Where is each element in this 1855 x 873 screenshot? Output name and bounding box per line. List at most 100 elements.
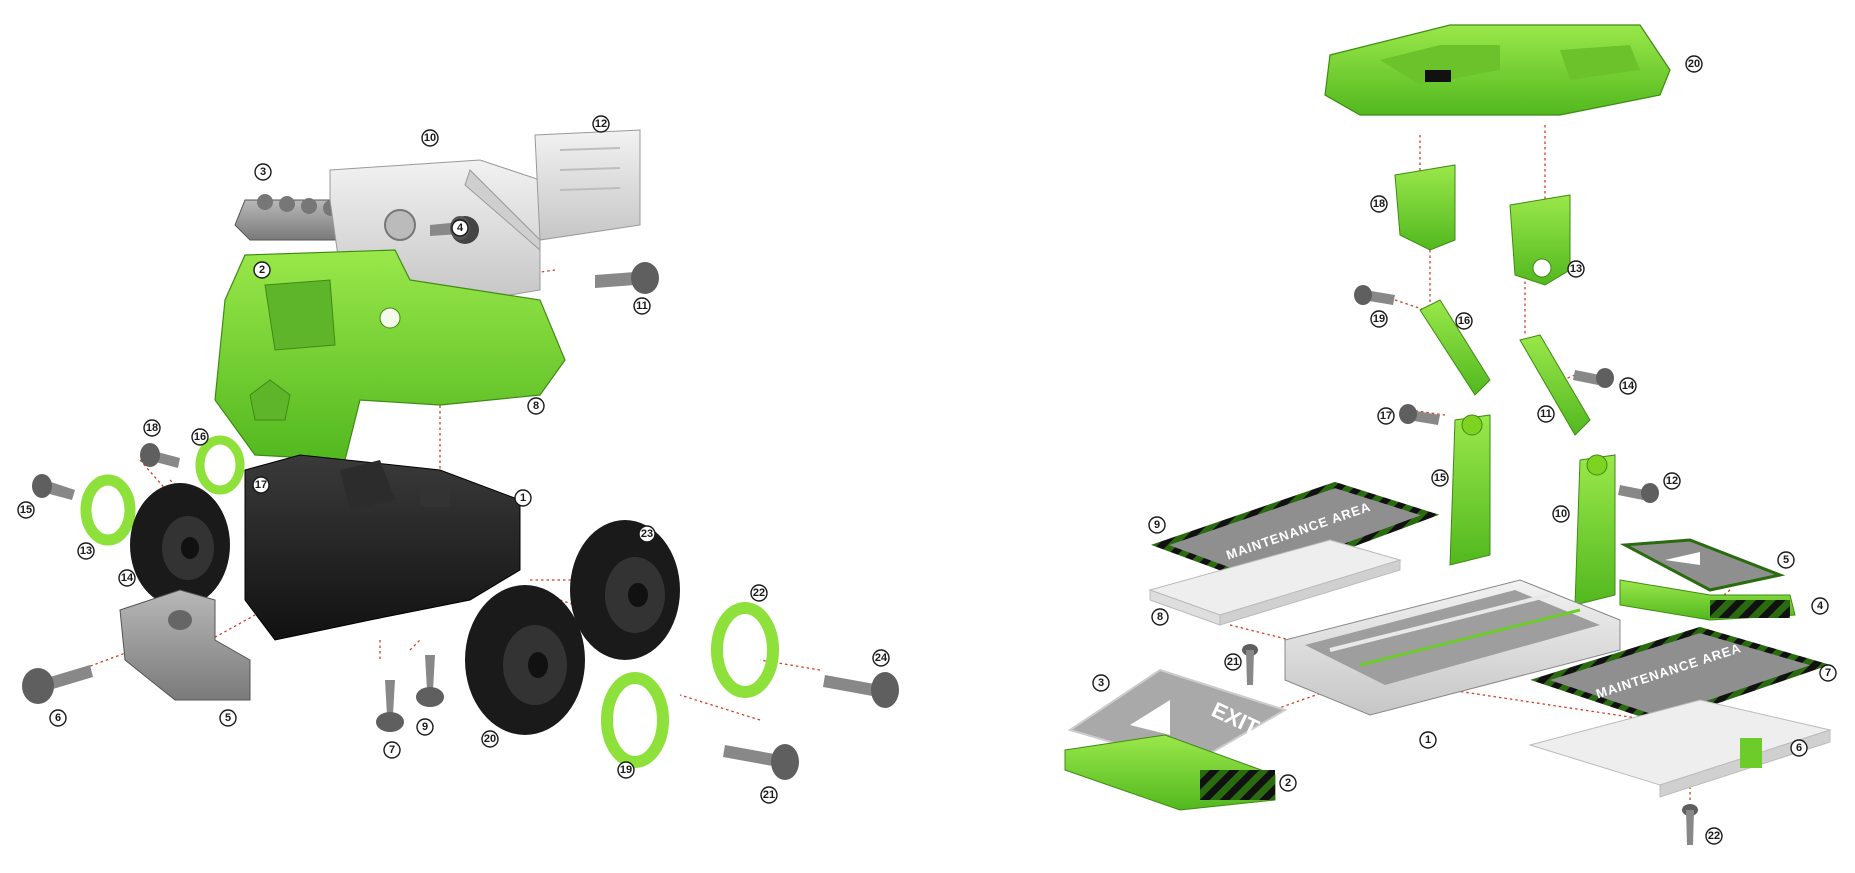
truck-part-7-screw <box>376 680 404 732</box>
svg-text:24: 24 <box>875 652 888 664</box>
garage-callout-6: 6 <box>1790 739 1808 757</box>
truck-part-22-hubcap <box>711 602 779 698</box>
svg-text:12: 12 <box>1666 475 1678 487</box>
garage-part-8-shelf <box>1148 539 1402 626</box>
truck-part-15-screw <box>32 474 75 500</box>
truck-callout-5: 5 <box>219 709 237 727</box>
garage-callout-16: 16 <box>1455 312 1473 330</box>
svg-text:5: 5 <box>225 712 231 724</box>
garage-part-20-roof <box>1324 24 1671 116</box>
svg-text:17: 17 <box>1380 410 1392 422</box>
svg-text:8: 8 <box>1157 611 1163 623</box>
truck-callout-3: 3 <box>254 163 272 181</box>
svg-text:14: 14 <box>121 572 134 584</box>
svg-text:13: 13 <box>80 545 92 557</box>
garage-part-10-pillar <box>1574 454 1616 606</box>
svg-text:17: 17 <box>255 479 267 491</box>
svg-text:6: 6 <box>1796 742 1802 754</box>
truck-part-23-wheel <box>570 520 680 660</box>
garage-callout-3: 3 <box>1092 674 1110 692</box>
truck-part-19-hubcap <box>601 672 669 768</box>
garage-part-12-screw <box>1618 483 1659 503</box>
svg-text:11: 11 <box>1540 408 1552 420</box>
truck-callout-15: 15 <box>17 501 35 519</box>
truck-callout-14: 14 <box>118 569 136 587</box>
garage-callout-10: 10 <box>1552 505 1570 523</box>
garage-part-13-bracket <box>1509 194 1571 286</box>
truck-part-1-chassis <box>244 454 521 641</box>
truck-callout-23: 23 <box>638 525 656 543</box>
truck-callout-16: 16 <box>191 428 209 446</box>
svg-text:11: 11 <box>636 300 648 312</box>
truck-callout-1: 1 <box>514 489 532 507</box>
garage-part-19-screw <box>1354 285 1395 305</box>
garage-callout-4: 4 <box>1811 597 1829 615</box>
truck-part-5-bumper <box>119 589 251 701</box>
garage-part-16-arm <box>1419 299 1491 396</box>
svg-text:1: 1 <box>520 492 526 504</box>
truck-callouts: 1 2 3 4 5 6 7 8 9 10 11 12 13 14 15 16 1… <box>17 115 890 804</box>
svg-text:16: 16 <box>1458 315 1470 327</box>
svg-text:16: 16 <box>194 431 206 443</box>
garage-part-2-ramp <box>1064 734 1276 811</box>
truck-part-21-screw <box>723 744 799 780</box>
garage-part-22-screw <box>1682 804 1698 845</box>
garage-part-1-base <box>1284 579 1621 716</box>
svg-text:7: 7 <box>389 744 395 756</box>
garage-part-21-screw <box>1242 644 1258 685</box>
svg-text:3: 3 <box>260 166 266 178</box>
truck-callout-21: 21 <box>760 786 778 804</box>
garage-callout-21: 21 <box>1224 653 1242 671</box>
truck-part-20-wheel <box>465 585 585 735</box>
svg-text:5: 5 <box>1783 554 1789 566</box>
truck-callout-6: 6 <box>49 709 67 727</box>
svg-text:7: 7 <box>1825 667 1831 679</box>
garage-callout-19: 19 <box>1370 310 1388 328</box>
garage-part-11-arm <box>1519 334 1591 436</box>
garage-callout-5: 5 <box>1777 551 1795 569</box>
truck-part-8-cab <box>214 249 566 461</box>
garage-part-18-bracket <box>1394 164 1456 251</box>
garage-callout-8: 8 <box>1151 608 1169 626</box>
truck-callout-9: 9 <box>416 718 434 736</box>
svg-text:18: 18 <box>146 422 158 434</box>
garage-callout-18: 18 <box>1370 195 1388 213</box>
truck-callout-24: 24 <box>872 649 890 667</box>
truck-callout-8: 8 <box>527 397 545 415</box>
garage-callout-15: 15 <box>1431 469 1449 487</box>
svg-text:3: 3 <box>1098 677 1104 689</box>
truck-callout-2: 2 <box>253 261 271 279</box>
garage-callout-17: 17 <box>1377 407 1395 425</box>
truck-callout-7: 7 <box>383 741 401 759</box>
svg-text:4: 4 <box>457 222 464 234</box>
truck-part-6-screw <box>22 665 93 704</box>
garage-part-15-pillar <box>1449 414 1491 566</box>
svg-text:20: 20 <box>1688 58 1700 70</box>
garage-callout-11: 11 <box>1537 405 1555 423</box>
truck-part-18-screw <box>140 443 180 468</box>
svg-text:22: 22 <box>753 587 765 599</box>
svg-text:18: 18 <box>1373 198 1385 210</box>
truck-part-16-ring <box>195 435 245 495</box>
garage-part-4-ramp <box>1619 579 1796 621</box>
truck-part-24-screw <box>823 672 899 708</box>
truck-part-13-ring <box>80 474 136 546</box>
truck-part-9-screw <box>416 655 444 707</box>
truck-part-14-wheel <box>130 483 230 607</box>
truck-callout-19: 19 <box>617 761 635 779</box>
svg-text:23: 23 <box>641 528 653 540</box>
svg-text:2: 2 <box>259 264 265 276</box>
truck-callout-22: 22 <box>750 584 768 602</box>
garage-callout-13: 13 <box>1567 260 1585 278</box>
truck-callout-11: 11 <box>633 297 651 315</box>
svg-text:19: 19 <box>1373 313 1385 325</box>
truck-callout-18: 18 <box>143 419 161 437</box>
garage-callout-9: 9 <box>1148 516 1166 534</box>
svg-text:20: 20 <box>484 733 496 745</box>
garage-callout-7: 7 <box>1819 664 1837 682</box>
svg-text:10: 10 <box>424 132 436 144</box>
garage-part-5-sign <box>1619 538 1786 592</box>
garage-part-14-screw <box>1573 368 1614 388</box>
garage-diagram: MAINTENANCE AREA MAINTENANCE AREA <box>1064 24 1837 845</box>
